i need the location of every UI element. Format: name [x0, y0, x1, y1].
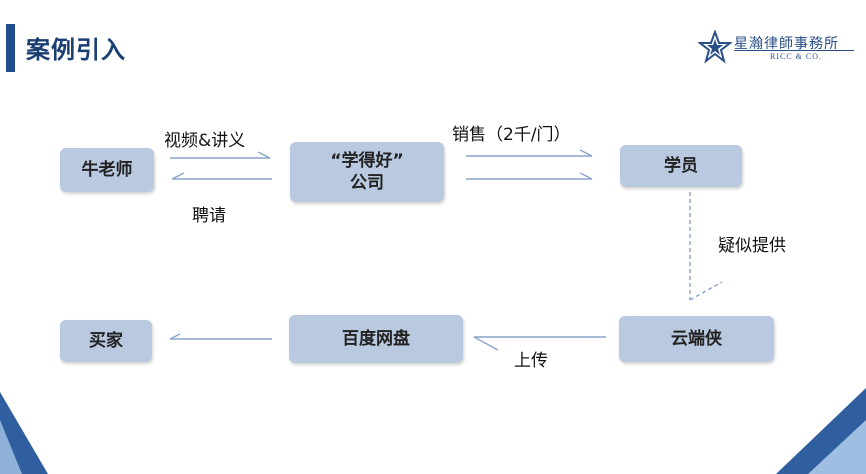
node-baidu: 百度网盘 — [289, 315, 463, 363]
node-student-label: 学员 — [664, 156, 698, 176]
node-baidu-label: 百度网盘 — [342, 329, 410, 349]
node-buyer-label: 买家 — [89, 331, 123, 351]
node-yunduanxia-label: 云端侠 — [671, 329, 722, 349]
node-student: 学员 — [620, 145, 742, 187]
node-company-label: “学得好” 公司 — [330, 151, 404, 193]
star-icon — [698, 30, 732, 64]
node-yunduanxia: 云端侠 — [619, 316, 774, 362]
node-buyer: 买家 — [60, 320, 152, 362]
title-accent-bar — [6, 24, 15, 72]
node-teacher-label: 牛老师 — [81, 160, 133, 180]
logo-subtitle: RICC & CO. — [770, 52, 823, 61]
edge-label-hire: 聘请 — [192, 206, 226, 226]
edge-label-video: 视频&讲义 — [164, 131, 246, 151]
edge-label-sale: 销售（2千/门） — [452, 125, 571, 145]
edge-label-suspected: 疑似提供 — [718, 236, 786, 256]
logo-name: 星瀚律師事務所 — [734, 36, 839, 52]
edge-label-upload: 上传 — [514, 351, 548, 371]
page-title: 案例引入 — [26, 36, 126, 64]
node-teacher: 牛老师 — [60, 148, 154, 192]
firm-logo: 星瀚律師事務所 RICC & CO. — [698, 30, 858, 64]
logo-rule — [734, 50, 854, 51]
node-company: “学得好” 公司 — [290, 142, 444, 202]
